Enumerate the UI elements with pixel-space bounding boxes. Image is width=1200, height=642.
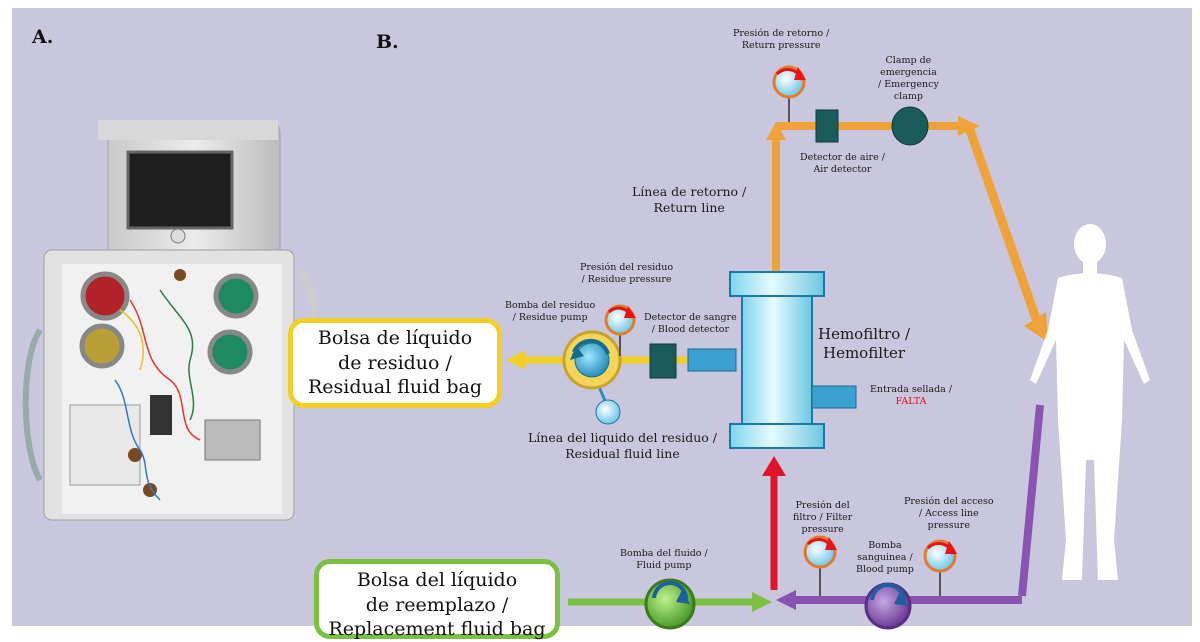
blood-inlet-line: [762, 456, 786, 590]
hemofilter-label: Hemofiltro /Hemofilter: [818, 325, 911, 362]
access-pressure-gauge-icon: [923, 539, 957, 596]
residue-pressure-label: Presión del residuo/ Residue pressure: [580, 262, 674, 285]
panel-a-tag: A.: [32, 26, 54, 48]
return-line: [766, 116, 1048, 342]
clamp-icon: [891, 106, 929, 146]
fluid-pump-icon: [644, 578, 696, 630]
hemofilter-icon: [729, 271, 857, 449]
patient-silhouette-icon: [1030, 224, 1150, 580]
fluid-pump-label: Bomba del fluido /Fluid pump: [620, 548, 708, 571]
return-line-label: Línea de retorno /Return line: [632, 184, 747, 215]
air-detector-icon: [815, 109, 839, 143]
air-detector-label: Detector de aire /Air detector: [800, 152, 885, 175]
residual-fluid-bulb: [595, 399, 621, 425]
blood-detector-icon: [649, 343, 677, 379]
sealed-inlet-label: Entrada sellada /FALTA: [870, 384, 953, 407]
blood-pump-icon: [864, 582, 912, 630]
residue-line: [506, 348, 737, 372]
sealed-inlet-status: FALTA: [895, 395, 927, 407]
blood-detector-label: Detector de sangre/ Blood detector: [644, 312, 737, 335]
residue-pressure-gauge-icon: [604, 304, 636, 356]
filter-pressure-gauge-icon: [803, 535, 837, 596]
return-pressure-gauge-icon: [772, 65, 806, 122]
residue-pump-icon: [562, 330, 622, 390]
residual-fluid-line-label: Línea del liquido del residuo /Residual …: [528, 430, 718, 461]
panel-b-tag: B.: [376, 31, 399, 53]
residue-pump-label: Bomba del residuo/ Residue pump: [505, 300, 596, 323]
return-pressure-label: Presión de retorno /Return pressure: [733, 28, 830, 51]
